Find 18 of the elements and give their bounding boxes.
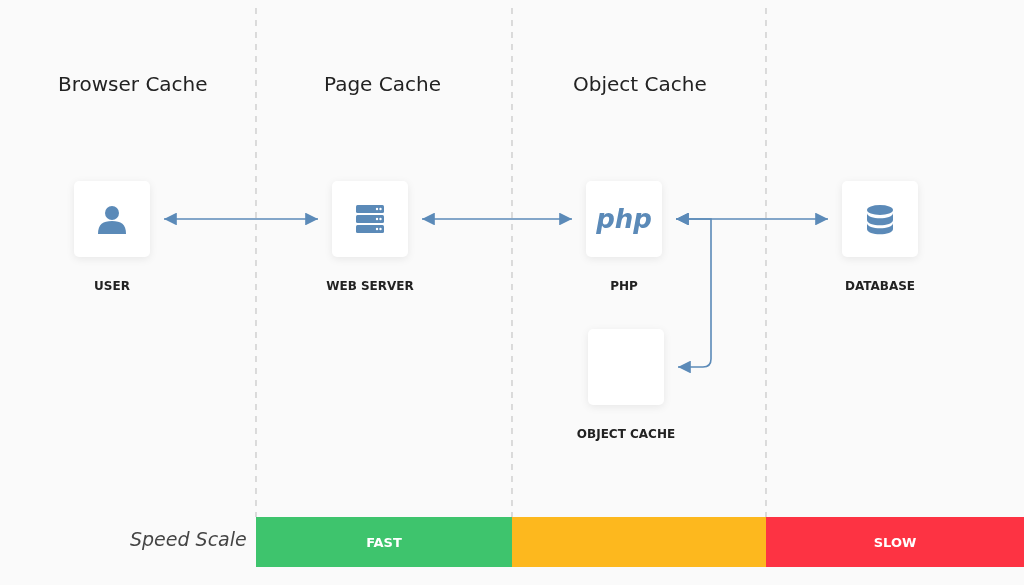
speed-label: SLOW — [873, 534, 917, 550]
column-heading: Browser Cache — [58, 72, 208, 96]
node-label: WEB SERVER — [325, 279, 415, 293]
arrow — [675, 212, 712, 374]
scale-label: Speed Scale — [130, 528, 247, 550]
arrow — [421, 212, 573, 226]
column-heading: Object Cache — [573, 72, 707, 96]
tile-text: php — [596, 204, 652, 234]
speed-bar — [766, 517, 1024, 567]
speed-bar — [512, 517, 766, 567]
speed-label: FAST — [366, 534, 402, 550]
node-label: PHP — [609, 279, 639, 293]
column-heading: Page Cache — [324, 72, 441, 96]
node-label: DATABASE — [843, 279, 917, 293]
node-label: OBJECT CACHE — [575, 427, 677, 441]
arrow — [163, 212, 319, 226]
node-label: USER — [93, 279, 131, 293]
speed-bar — [256, 517, 512, 567]
